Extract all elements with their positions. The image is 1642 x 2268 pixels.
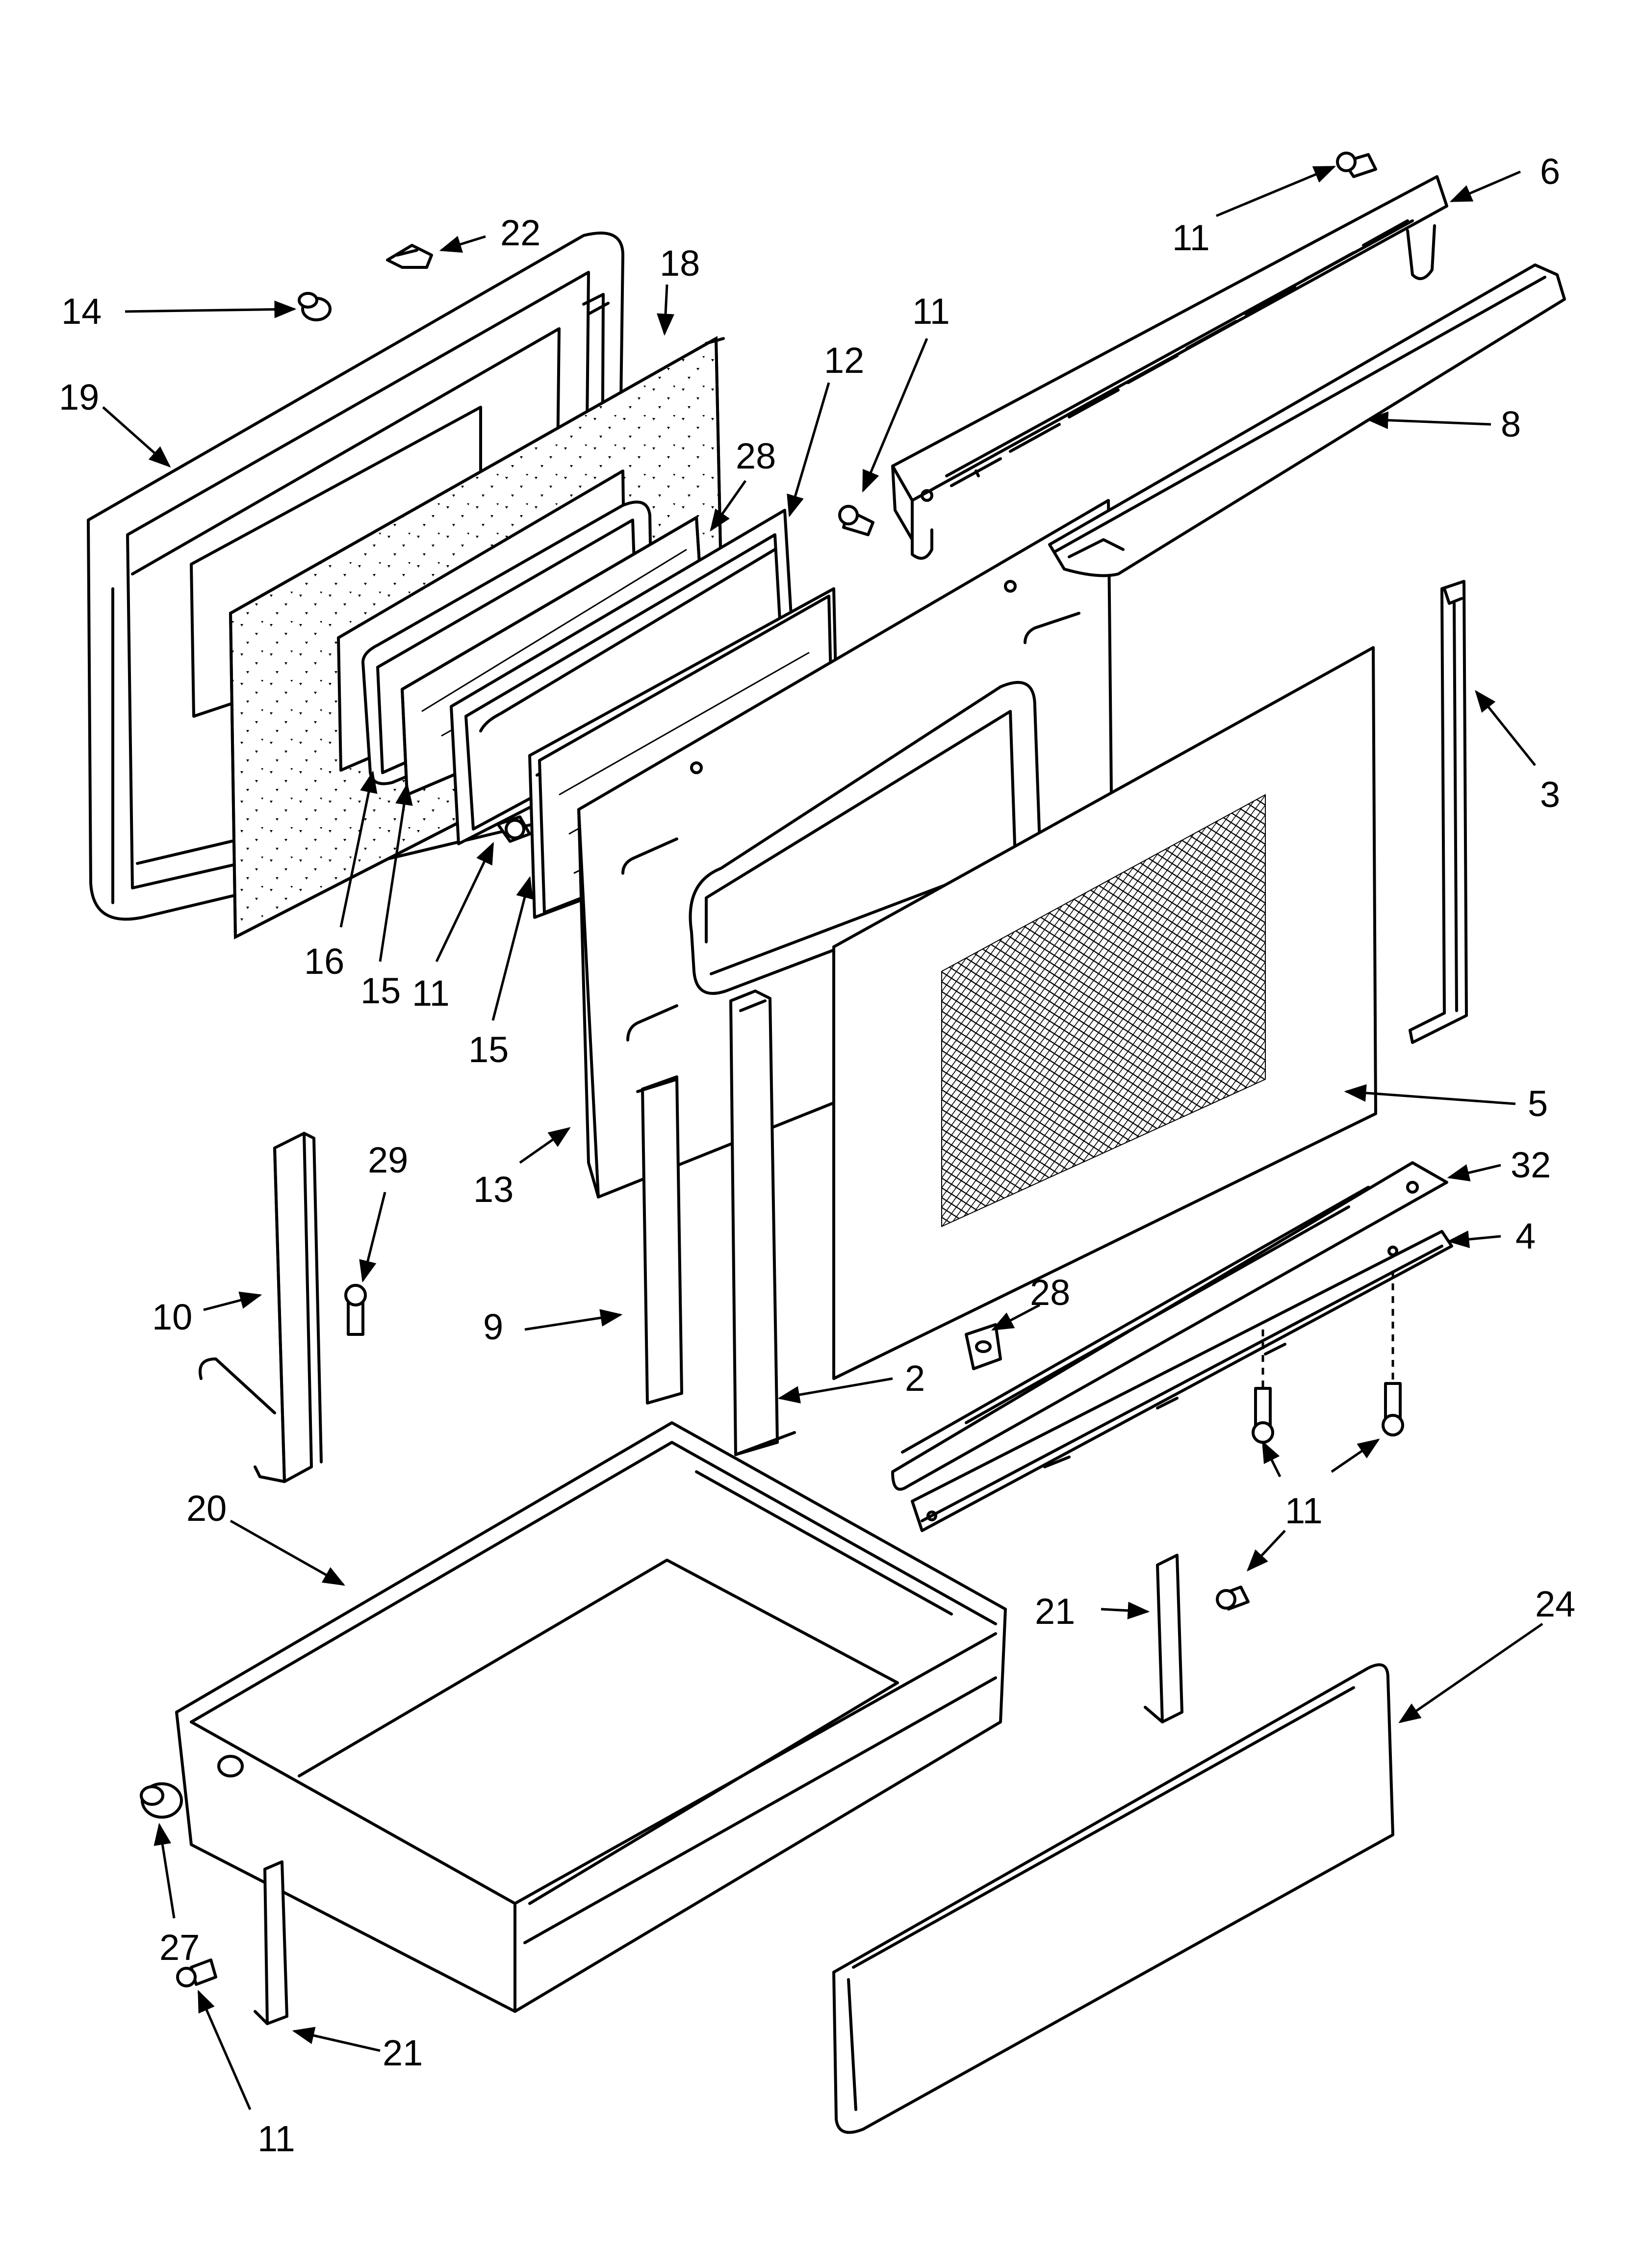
part-28-clip-lower bbox=[965, 1323, 1002, 1370]
part-21-bracket-left bbox=[254, 1860, 288, 2025]
callout-11-top: 11 bbox=[1172, 217, 1210, 258]
part-29-screw bbox=[344, 1284, 367, 1336]
callout-13: 13 bbox=[473, 1169, 513, 1210]
part-2-channel bbox=[729, 990, 796, 1456]
callout-22: 22 bbox=[500, 212, 540, 253]
part-11-screw-drawer bbox=[1216, 1586, 1250, 1611]
callout-21-right: 21 bbox=[1035, 1591, 1075, 1632]
callout-10: 10 bbox=[152, 1297, 192, 1337]
callout-11-bottom: 11 bbox=[257, 2118, 295, 2159]
callout-labels: 22 18 14 19 11 6 11 12 8 28 3 16 15 11 1… bbox=[59, 151, 1575, 2159]
part-11-screw-left bbox=[838, 505, 874, 536]
callout-24: 24 bbox=[1535, 1584, 1575, 1624]
callout-21-left: 21 bbox=[383, 2033, 423, 2073]
part-4-bracket bbox=[911, 1230, 1453, 1532]
callout-11-left: 11 bbox=[912, 291, 950, 332]
part-6-vent-slots bbox=[950, 219, 1409, 487]
part-32-bracket bbox=[891, 1161, 1448, 1491]
part-9-channel bbox=[636, 1075, 683, 1405]
part-14-bumper bbox=[298, 292, 332, 321]
callout-19: 19 bbox=[59, 377, 99, 417]
callout-5: 5 bbox=[1528, 1083, 1548, 1124]
callout-14: 14 bbox=[61, 291, 102, 332]
part-6-vent-trim bbox=[891, 175, 1448, 560]
part-22-clip bbox=[386, 244, 433, 269]
callout-12: 12 bbox=[824, 340, 864, 381]
callout-3: 3 bbox=[1540, 774, 1560, 815]
callout-18: 18 bbox=[660, 243, 700, 284]
callout-28-lower: 28 bbox=[1030, 1272, 1070, 1313]
part-8-handle bbox=[1048, 263, 1566, 577]
part-27-glide bbox=[140, 1755, 244, 1819]
callout-28-upper: 28 bbox=[736, 436, 776, 476]
callout-32: 32 bbox=[1511, 1145, 1551, 1185]
part-11-screw-bottom bbox=[176, 1958, 217, 1987]
part-5-outer-glass-panel bbox=[832, 646, 1377, 1380]
part-11-screw-bracket-b bbox=[1382, 1382, 1404, 1436]
callout-16: 16 bbox=[304, 941, 344, 982]
leader-lines bbox=[102, 165, 1543, 2111]
callout-9: 9 bbox=[483, 1306, 503, 1347]
callout-15-a: 15 bbox=[360, 970, 401, 1011]
callout-11-bracket: 11 bbox=[1285, 1490, 1323, 1531]
part-11-screw-center bbox=[496, 815, 531, 843]
callout-29: 29 bbox=[368, 1140, 408, 1180]
callout-4: 4 bbox=[1515, 1216, 1536, 1256]
part-21-bracket-right bbox=[1144, 1554, 1183, 1723]
callout-8: 8 bbox=[1501, 404, 1521, 444]
part-24-drawer-front bbox=[832, 1663, 1394, 2134]
callout-2: 2 bbox=[905, 1358, 925, 1399]
callout-20: 20 bbox=[186, 1488, 227, 1529]
part-11-screw-bracket-a bbox=[1252, 1387, 1274, 1444]
callout-15-b: 15 bbox=[468, 1029, 509, 1070]
part-11-screw-top bbox=[1336, 152, 1377, 178]
callout-27: 27 bbox=[159, 1927, 200, 1968]
callout-6: 6 bbox=[1540, 151, 1560, 192]
part-3-side-trim bbox=[1409, 580, 1468, 1044]
part-20-drawer bbox=[175, 1421, 1007, 2013]
part-10-rail bbox=[199, 1132, 323, 1483]
callout-11-center: 11 bbox=[412, 973, 450, 1014]
